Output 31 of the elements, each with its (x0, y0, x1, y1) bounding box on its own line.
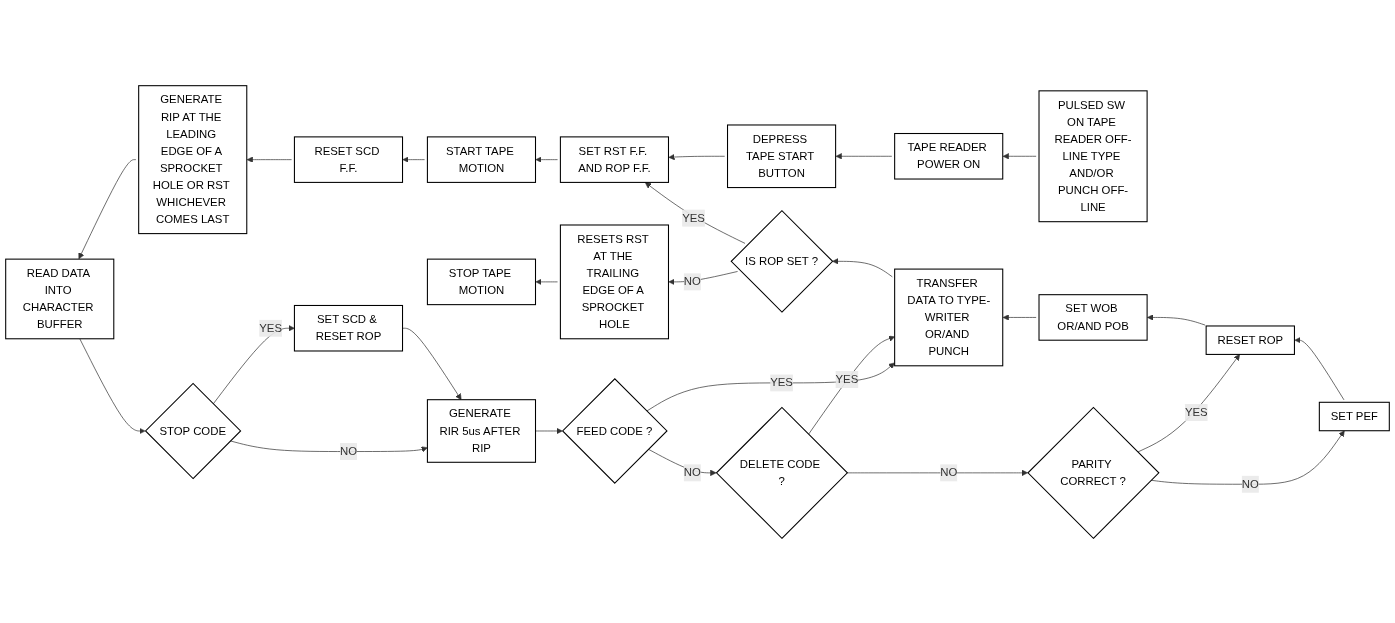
edge-label: YES (835, 372, 859, 385)
node-box: GENERATE RIP AT THE LEADING EDGE OF A SPROCKET HOLE OR RST WHICHEVER COMES LAST (138, 84, 248, 234)
node-diamond: STOP CODE (144, 382, 242, 479)
edge-label: NO (683, 274, 701, 288)
node-diamond: FEED CODE ? (561, 377, 668, 484)
node-box: STOP TAPE MOTION (426, 258, 537, 305)
node-diamond: PARITY CORRECT ? (1027, 406, 1160, 539)
node-box: RESET SCD F.F. (293, 135, 404, 183)
node-box: RESET ROP (1205, 324, 1295, 355)
node-box: READ DATA INTO CHARACTER BUFFER (5, 258, 115, 339)
edge-label: NO (339, 444, 358, 457)
node-box: SET RST F.F. AND ROP F.F. (559, 135, 670, 183)
edge-label: YES (770, 376, 793, 389)
node-box: SET SCD & RESET ROP (293, 304, 404, 352)
node-box: GENERATE RIR 5us AFTER RIP (426, 398, 537, 463)
edge-label: NO (940, 465, 958, 479)
edge-label: NO (1241, 477, 1259, 490)
node-diamond: DELETE CODE ? (715, 406, 849, 539)
node-box: PULSED SW ON TAPE READER OFF-LINE TYPE AND/OR PUNCH OFF-LINE (1038, 89, 1148, 222)
node-box: SET WOB OR/AND POB (1038, 293, 1148, 341)
node-box: RESETS RST AT THE TRAILING EDGE OF A SPROCKET HOLE (559, 223, 670, 339)
edge-label: YES (682, 211, 705, 224)
node-box: TAPE READER POWER ON (894, 132, 1004, 180)
node-diamond: IS ROP SET ? (730, 209, 834, 313)
edge-label: YES (1184, 405, 1208, 418)
node-box: DEPRESS TAPE START BUTTON (727, 123, 837, 188)
edge-label: YES (259, 321, 282, 334)
node-box: TRANSFER DATA TO TYPE-WRITER OR/AND PUNCH (894, 268, 1004, 366)
node-box: START TAPE MOTION (426, 135, 537, 183)
node-box: SET PEF (1318, 401, 1390, 431)
edge-label: NO (683, 465, 701, 479)
